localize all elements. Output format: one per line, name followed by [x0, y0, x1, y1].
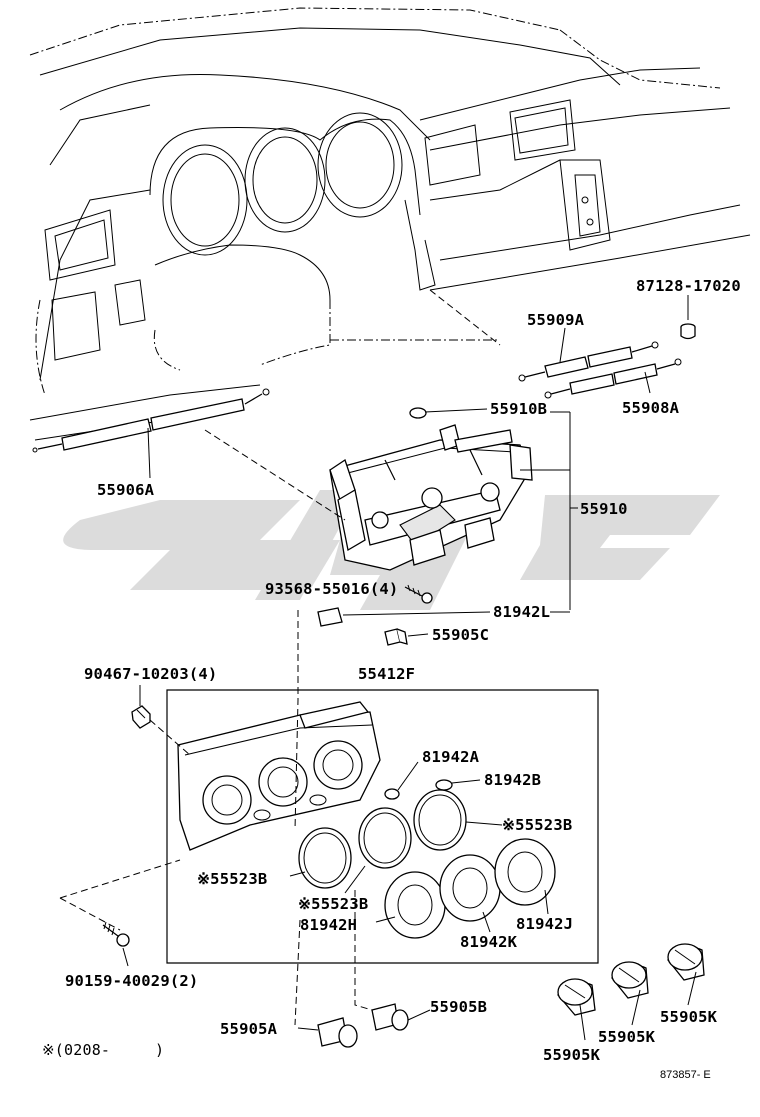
label-93568-55016: 93568-55016(4): [265, 580, 398, 598]
label-81942B: 81942B: [484, 771, 541, 789]
part-guide-81942K: [439, 854, 501, 922]
label-55412F: 55412F: [358, 665, 415, 683]
label-90467-10203: 90467-10203(4): [84, 665, 217, 683]
label-55523B-middle: ※55523B: [298, 895, 368, 913]
label-55905K-mid: 55905K: [598, 1028, 656, 1046]
label-55909A: 55909A: [527, 311, 585, 329]
part-cable-55906A: [32, 388, 270, 453]
label-55905A: 55905A: [220, 1020, 278, 1038]
part-ring-55523B: [298, 789, 467, 889]
part-cable-55909A: [518, 341, 659, 382]
dashboard-outline: [29, 7, 751, 441]
label-55908A: 55908A: [622, 399, 680, 417]
figure-code: 873857- E: [660, 1069, 711, 1081]
label-90159-40029: 90159-40029(2): [65, 972, 198, 990]
part-knob-55905K-left: [557, 978, 596, 1016]
part-bulb-55905B: [371, 1003, 409, 1031]
label-55906A: 55906A: [97, 481, 155, 499]
part-bulb-81942B: [435, 779, 453, 791]
label-55523B-left: ※55523B: [197, 870, 267, 888]
leader-lines: [122, 295, 697, 1041]
label-81942L: 81942L: [493, 603, 550, 621]
label-55910B: 55910B: [490, 400, 547, 418]
label-55905K-right: 55905K: [660, 1008, 718, 1026]
part-clip-90467: [131, 705, 151, 729]
label-87128-17020: 87128-17020: [636, 277, 741, 295]
part-bulb-81942L: [317, 607, 343, 627]
assembly-lines: [59, 429, 373, 1026]
part-knob-55905K-mid: [611, 961, 649, 999]
label-81942J: 81942J: [516, 915, 573, 933]
label-55523B-right: ※55523B: [502, 816, 572, 834]
part-screw-90159: [102, 921, 130, 947]
label-81942K: 81942K: [460, 933, 518, 951]
part-heater-control-55910: [329, 407, 533, 571]
part-labels: 87128-17020 55909A 55908A 55910B 55906A …: [65, 277, 741, 1064]
footnote-close: ): [155, 1041, 164, 1059]
part-clip-55905C: [384, 628, 408, 646]
part-bulb-81942A: [384, 788, 400, 800]
footnote: ※(0208-: [42, 1041, 110, 1059]
label-81942A: 81942A: [422, 748, 480, 766]
label-55905B: 55905B: [430, 998, 487, 1016]
label-81942H: 81942H: [300, 916, 357, 934]
part-cable-55908A: [544, 358, 682, 399]
part-guide-81942J: [494, 838, 556, 906]
part-bulb-55905A: [317, 1017, 358, 1048]
part-bezel-55412F: [166, 689, 599, 964]
label-55905K-left: 55905K: [543, 1046, 601, 1064]
part-screw-93568: [404, 584, 433, 604]
part-87128-cap: [680, 323, 696, 340]
part-knob-55905K-right: [667, 943, 705, 981]
label-55905C: 55905C: [432, 626, 489, 644]
part-guide-81942H: [384, 871, 446, 939]
label-55910: 55910: [580, 500, 628, 518]
